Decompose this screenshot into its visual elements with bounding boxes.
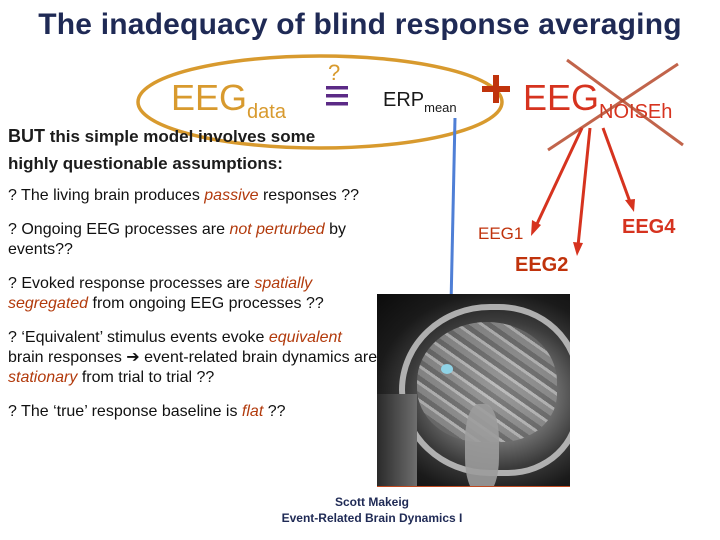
- mri-brainstem: [465, 404, 499, 487]
- assumption-item: ? Ongoing EEG processes are not perturbe…: [8, 221, 346, 258]
- assumption-item: ? ‘Equivalent’ stimulus events evoke equ…: [8, 329, 378, 386]
- cross-out-mark: [547, 58, 684, 152]
- identity-sign: [326, 86, 348, 106]
- eeg4-label: EEG4: [622, 216, 676, 238]
- assumption-item: ? The ‘true’ response baseline is flat ?…: [8, 403, 286, 420]
- eeg-data-label: EEGdata: [171, 77, 287, 123]
- mri-face: [377, 394, 417, 487]
- equation-ellipse: [136, 54, 504, 150]
- question-mark: ?: [328, 60, 340, 85]
- intro-line-1: BUT this simple model involves some: [8, 126, 315, 147]
- assumption-item: ? Evoked response processes are spatiall…: [8, 275, 324, 312]
- intro-line-2: highly questionable assumptions:: [8, 154, 283, 173]
- brain-mri-image: [377, 294, 570, 487]
- page-title: The inadequacy of blind response averagi…: [38, 8, 682, 41]
- eeg2-label: EEG2: [515, 254, 569, 276]
- noise-arrows: [534, 127, 632, 247]
- eeg1-label: EEG1: [478, 224, 524, 243]
- mri-highlight: [441, 364, 453, 374]
- erp-mean-label: ERPmean: [383, 89, 457, 115]
- but-word: BUT: [8, 126, 45, 146]
- assumption-item: ? The living brain produces passive resp…: [8, 187, 360, 204]
- noise-arrowheads: [531, 199, 635, 256]
- footer-credit: Scott Makeig Event-Related Brain Dynamic…: [232, 494, 512, 526]
- author-name: Scott Makeig: [334, 495, 409, 509]
- intro-text-1: this simple model involves some: [49, 127, 316, 146]
- mri-underline: [377, 486, 570, 487]
- course-title: Event-Related Brain Dynamics I: [281, 511, 463, 525]
- plus-sign: [482, 75, 510, 103]
- assumption-list: ? The living brain produces passive resp…: [8, 186, 380, 436]
